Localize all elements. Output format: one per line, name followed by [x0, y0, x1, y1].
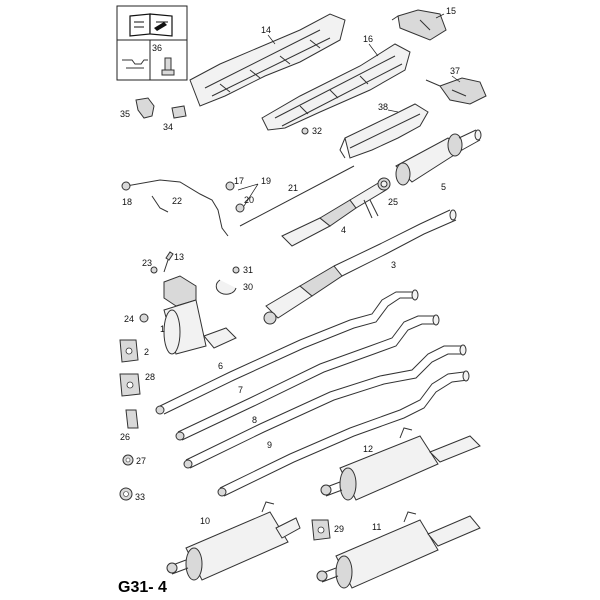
callout-33: 33 — [135, 492, 145, 502]
callout-29: 29 — [334, 524, 344, 534]
washer-24: 24 — [124, 313, 149, 324]
callout-12: 12 — [363, 444, 373, 454]
repair-manual-icon — [129, 13, 173, 37]
callout-28: 28 — [145, 372, 155, 382]
rod-21: 21 — [239, 165, 355, 227]
rubber-ring-33: 33 — [119, 487, 145, 502]
callout-31: 31 — [243, 265, 253, 275]
callout-2: 2 — [144, 347, 149, 357]
callout-21: 21 — [288, 183, 298, 193]
callout-35: 35 — [120, 109, 130, 119]
callout-20: 20 — [244, 195, 254, 205]
callout-16: 16 — [363, 34, 373, 44]
callout-26: 26 — [120, 432, 130, 442]
callout-25: 25 — [388, 197, 398, 207]
inset-label: 36 — [152, 43, 162, 53]
callout-11: 11 — [372, 522, 381, 532]
heat-shield-38: 38 — [339, 102, 429, 159]
rear-silencer-12: 12 — [320, 427, 481, 501]
callout-6: 6 — [218, 361, 223, 371]
intermediate-pipe-6: 6 — [155, 289, 419, 415]
heat-shield-37: 37 — [425, 66, 487, 105]
catalytic-converter-1: 1 — [160, 275, 237, 355]
bracket-22: 22 — [151, 195, 182, 213]
callout-4: 4 — [341, 225, 346, 235]
callout-24: 24 — [124, 314, 134, 324]
callout-3: 3 — [391, 260, 396, 270]
clamp-25: 25 — [377, 177, 398, 207]
callout-8: 8 — [252, 415, 257, 425]
callout-38: 38 — [378, 102, 388, 112]
intermediate-pipe-9: 9 — [217, 370, 470, 497]
callout-15: 15 — [446, 6, 456, 16]
nut-32: 32 — [301, 126, 322, 136]
callout-14: 14 — [261, 25, 271, 35]
callout-27: 27 — [136, 456, 146, 466]
reference-inset: 36 — [116, 5, 188, 81]
heat-shield-14: 14 — [189, 13, 346, 107]
pipe-18: 18 — [121, 179, 229, 237]
callout-18: 18 — [122, 197, 132, 207]
callout-5: 5 — [441, 182, 446, 192]
silencer-5: 5 — [395, 129, 482, 192]
callout-34: 34 — [163, 122, 173, 132]
clip-sketch — [122, 59, 148, 69]
callout-1: 1 — [160, 324, 165, 334]
callout-17: 17 — [234, 176, 244, 186]
bracket-35: 35 — [120, 97, 155, 119]
figure-code: G31- 4 — [118, 579, 167, 596]
screw-23: 23 — [142, 258, 158, 274]
callout-22: 22 — [172, 196, 182, 206]
callout-30: 30 — [243, 282, 253, 292]
callout-13: 13 — [174, 252, 184, 262]
callout-9: 9 — [267, 440, 272, 450]
front-pipe-3: 3 — [263, 209, 457, 325]
bolt-36-icon — [161, 57, 175, 76]
callout-10: 10 — [200, 516, 210, 526]
heat-shield-16: 16 — [261, 34, 411, 131]
rubber-mount-26: 26 — [120, 409, 139, 442]
clamp-17: 17 — [225, 176, 244, 191]
rubber-ring-27: 27 — [122, 454, 146, 466]
callout-37: 37 — [450, 66, 460, 76]
callout-7: 7 — [238, 385, 243, 395]
clamp-20: 20 — [235, 195, 254, 213]
intermediate-pipe-8: 8 — [183, 344, 467, 469]
clamp-30: 30 — [215, 279, 253, 295]
callout-23: 23 — [142, 258, 152, 268]
clip-19: 19 — [237, 176, 271, 207]
bolt-13: 13 — [163, 251, 184, 273]
callout-19: 19 — [261, 176, 271, 186]
rubber-mount-28: 28 — [119, 372, 155, 397]
clip-34: 34 — [163, 105, 187, 132]
heat-shield-15: 15 — [391, 6, 456, 41]
callout-32: 32 — [312, 126, 322, 136]
rear-silencer-10: 10 — [166, 501, 301, 581]
bolt-31: 31 — [232, 265, 253, 275]
rear-silencer-11: 11 — [316, 511, 481, 589]
rubber-mount-2: 2 — [119, 339, 149, 363]
intermediate-pipe-7: 7 — [175, 314, 440, 441]
rubber-mount-29: 29 — [311, 519, 344, 541]
